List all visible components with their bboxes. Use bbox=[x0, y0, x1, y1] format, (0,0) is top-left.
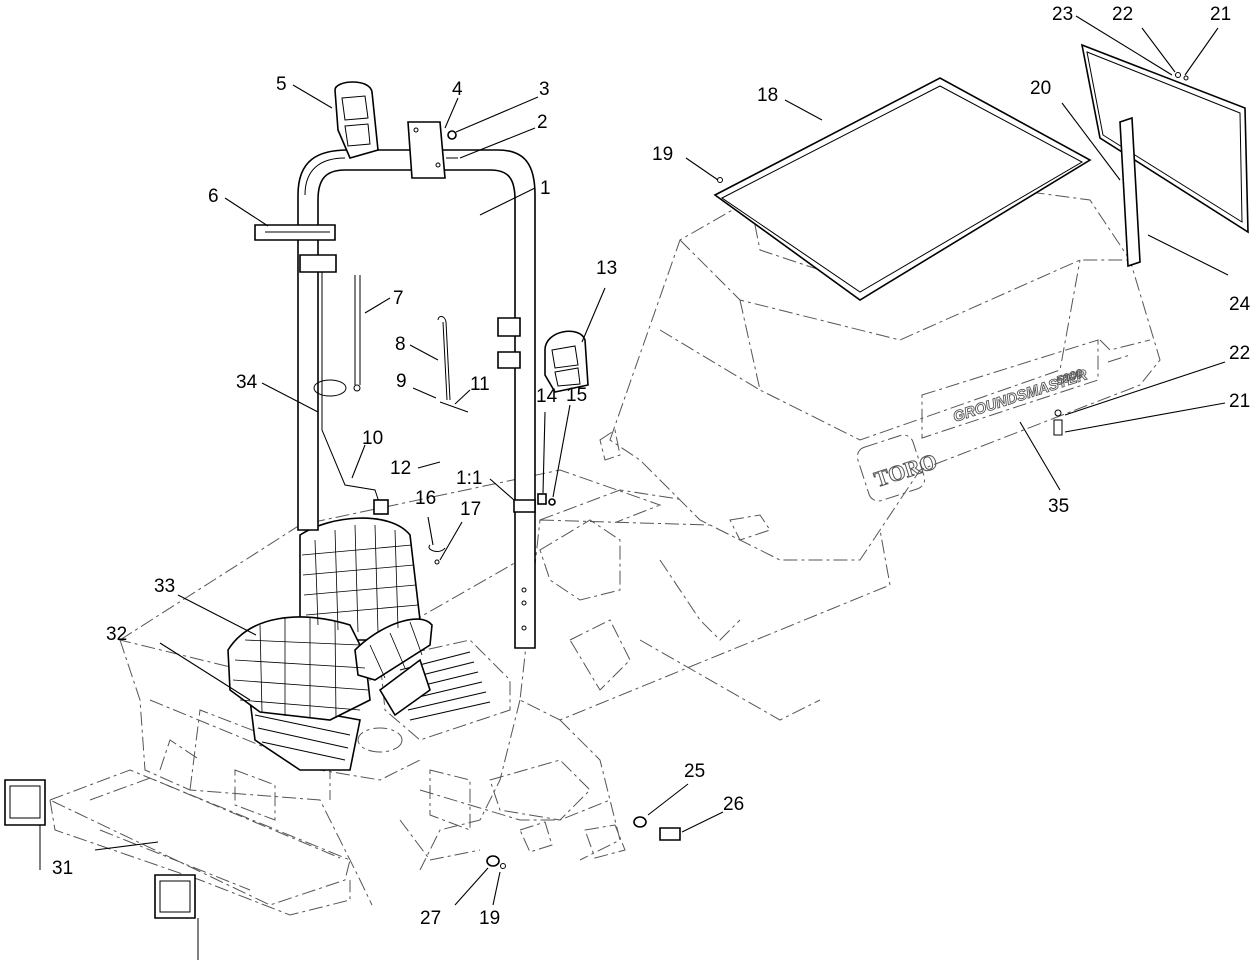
callout-34: 34 bbox=[236, 372, 258, 393]
callout-14: 14 bbox=[536, 386, 558, 407]
callout-6: 6 bbox=[208, 186, 219, 207]
callout-20: 20 bbox=[1030, 78, 1051, 99]
callout-23: 23 bbox=[1052, 4, 1073, 25]
callout-35: 35 bbox=[1048, 496, 1069, 517]
hood-panel-18 bbox=[713, 77, 1092, 301]
callout-32: 32 bbox=[106, 624, 127, 645]
callout-18: 18 bbox=[757, 85, 778, 106]
callout-5: 5 bbox=[276, 74, 287, 95]
callout-21b: 21 bbox=[1229, 391, 1250, 412]
bracket-6 bbox=[254, 224, 336, 241]
front-lights bbox=[4, 779, 199, 960]
harness-10 bbox=[313, 272, 389, 515]
callout-11: 11 bbox=[470, 374, 490, 395]
callout-4: 4 bbox=[452, 79, 463, 100]
callout-17: 17 bbox=[460, 499, 481, 520]
callout-26: 26 bbox=[723, 794, 744, 815]
side-panel-23 bbox=[1080, 43, 1249, 268]
work-light-13 bbox=[544, 330, 589, 393]
callout-13: 13 bbox=[596, 258, 617, 279]
callout-12: 12 bbox=[390, 458, 411, 479]
leader-lines bbox=[94, 15, 1229, 906]
callout-21a: 21 bbox=[1210, 4, 1231, 25]
callout-31: 31 bbox=[52, 858, 73, 879]
mount-plate-4 bbox=[407, 121, 458, 179]
rod-7 bbox=[353, 275, 361, 392]
callout-1: 1 bbox=[540, 178, 551, 199]
callout-19b: 19 bbox=[479, 908, 500, 929]
callout-27: 27 bbox=[420, 908, 441, 929]
callout-15: 15 bbox=[566, 385, 587, 406]
machine-body-outline: TORO GROUNDSMASTER 5900 bbox=[48, 179, 1161, 916]
fasteners-21-22 bbox=[1053, 409, 1063, 436]
callout-3: 3 bbox=[539, 79, 550, 100]
operator-seat bbox=[227, 517, 433, 771]
callout-10: 10 bbox=[362, 428, 383, 449]
callout-8: 8 bbox=[395, 334, 406, 355]
callout-9: 9 bbox=[396, 371, 407, 392]
callout-24: 24 bbox=[1229, 294, 1251, 315]
callout-16: 16 bbox=[415, 488, 436, 509]
callout-2: 2 bbox=[537, 112, 548, 133]
bolt-set bbox=[486, 816, 681, 869]
callout-labels: 1 1:1 2 3 4 5 6 7 8 9 10 11 12 13 14 15 … bbox=[52, 4, 1251, 929]
work-light-5 bbox=[334, 81, 379, 159]
callout-22a: 22 bbox=[1112, 4, 1133, 25]
callout-25: 25 bbox=[684, 761, 705, 782]
callout-19a: 19 bbox=[652, 144, 673, 165]
bracket-1-1 bbox=[428, 493, 556, 565]
callout-33: 33 bbox=[154, 576, 175, 597]
callout-7: 7 bbox=[393, 288, 404, 309]
callout-22b: 22 bbox=[1229, 343, 1250, 364]
callout-1-1: 1:1 bbox=[456, 468, 482, 489]
rops-roll-bar bbox=[297, 149, 536, 649]
rod-8 bbox=[437, 316, 469, 413]
